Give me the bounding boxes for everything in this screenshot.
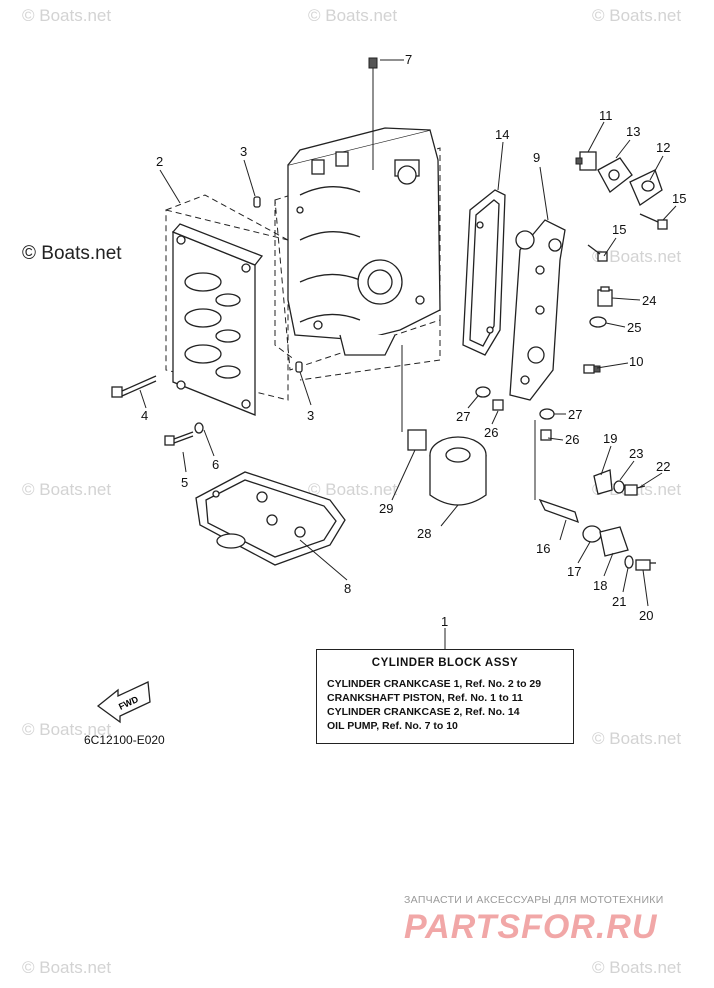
part-23-washer: [613, 480, 625, 494]
watermark-primary: © Boats.net: [22, 243, 122, 264]
callout-26: 26: [565, 432, 579, 447]
crankshaft-journals: [299, 186, 361, 323]
part-6-washer: [194, 422, 204, 434]
callout-9: 9: [533, 150, 540, 165]
info-line: OIL PUMP, Ref. No. 7 to 10: [327, 720, 458, 732]
watermark: © Boats.net: [592, 6, 682, 25]
watermark: © Boats.net: [592, 958, 682, 977]
callout-15: 15: [612, 222, 626, 237]
part-17-o-ring: [582, 525, 602, 543]
fwd-arrow-icon: FWD: [96, 681, 151, 724]
part-20-bolt: [635, 559, 656, 571]
callout-11: 11: [599, 108, 613, 123]
assembly-box-left: [165, 194, 289, 401]
part-11-thermostat: [575, 151, 597, 171]
shop-caption: ЗАПЧАСТИ И АКСЕССУАРЫ ДЛЯ МОТОТЕХНИКИ: [404, 894, 664, 906]
watermark: © Boats.net: [22, 6, 112, 25]
part-26-union: [492, 399, 552, 441]
diagram-code: 6C12100-E020: [84, 733, 165, 747]
callout-5: 5: [181, 475, 188, 490]
part-29-fitting: [401, 345, 427, 451]
callout-16: 16: [536, 541, 550, 556]
part-22-bolt: [624, 484, 646, 496]
callout-7: 7: [405, 52, 412, 67]
watermark: © Boats.net: [22, 720, 112, 739]
callout-20: 20: [639, 608, 653, 623]
part-28-oil-filter: [429, 436, 487, 506]
part-25-o-ring: [589, 316, 607, 328]
callout-27: 27: [568, 407, 582, 422]
info-line: CRANKSHAFT PISTON, Ref. No. 1 to 11: [327, 692, 523, 704]
leader-lines: [139, 59, 677, 650]
info-box-title: CYLINDER BLOCK ASSY: [371, 657, 519, 669]
callout-21: 21: [612, 594, 626, 609]
watermark: © Boats.net: [22, 480, 112, 499]
callout-13: 13: [626, 124, 640, 139]
callout-1: 1: [441, 614, 448, 629]
cylinder-block: [287, 127, 441, 356]
callout-6: 6: [212, 457, 219, 472]
callout-26: 26: [484, 425, 498, 440]
callout-14: 14: [495, 127, 509, 142]
callout-10: 10: [629, 354, 643, 369]
part-9-cover: [509, 219, 566, 401]
info-line: CYLINDER CRANKCASE 1, Ref. No. 2 to 29: [327, 678, 542, 690]
part-4-bolt: [111, 375, 157, 398]
part-5-bolt: [164, 431, 194, 446]
part-7-plug: [368, 57, 378, 170]
callout-22: 22: [656, 459, 670, 474]
part-24-plug: [597, 286, 613, 307]
callout-3: 3: [307, 408, 314, 423]
assembly-info-box: CYLINDER BLOCK ASSY CYLINDER CRANKCASE 1…: [316, 649, 574, 744]
callout-24: 24: [642, 293, 656, 308]
watermark: © Boats.net: [308, 6, 398, 25]
callout-numbers: 1 2 3 3 4 5 6 7 8 9 10 11 12 13 14 15 15…: [141, 52, 686, 629]
callout-19: 19: [603, 431, 617, 446]
info-line: CYLINDER CRANKCASE 2, Ref. No. 14: [327, 706, 520, 718]
part-8-gasket: [195, 471, 346, 566]
part-21-washer: [624, 555, 634, 569]
part-14-gasket: [462, 189, 506, 356]
cylinder-bores: [184, 272, 241, 379]
watermark: © Boats.net: [592, 729, 682, 748]
part-3-dowel-pin: [253, 196, 303, 373]
part-18-sensor: [599, 526, 629, 557]
callout-15: 15: [672, 191, 686, 206]
watermark: © Boats.net: [592, 247, 682, 266]
callout-3: 3: [240, 144, 247, 159]
part-12-cover: [629, 169, 663, 206]
callout-23: 23: [629, 446, 643, 461]
watermark: © Boats.net: [22, 958, 112, 977]
part-15-bolt: [587, 213, 668, 262]
callout-12: 12: [656, 140, 670, 155]
watermark: © Boats.net: [308, 480, 398, 499]
part-10-bolt: [583, 364, 601, 374]
callout-29: 29: [379, 501, 393, 516]
callout-28: 28: [417, 526, 431, 541]
part-19-clip: [593, 469, 613, 495]
callout-4: 4: [141, 408, 148, 423]
callout-18: 18: [593, 578, 607, 593]
part-16-bracket: [534, 420, 579, 524]
callout-2: 2: [156, 154, 163, 169]
shop-logo: PARTSFOR.RU: [404, 908, 658, 946]
cylinder-crankcase-1: [171, 223, 264, 416]
callout-8: 8: [344, 581, 351, 596]
callout-27: 27: [456, 409, 470, 424]
callout-17: 17: [567, 564, 581, 579]
part-13-gasket: [597, 157, 633, 193]
callout-25: 25: [627, 320, 641, 335]
